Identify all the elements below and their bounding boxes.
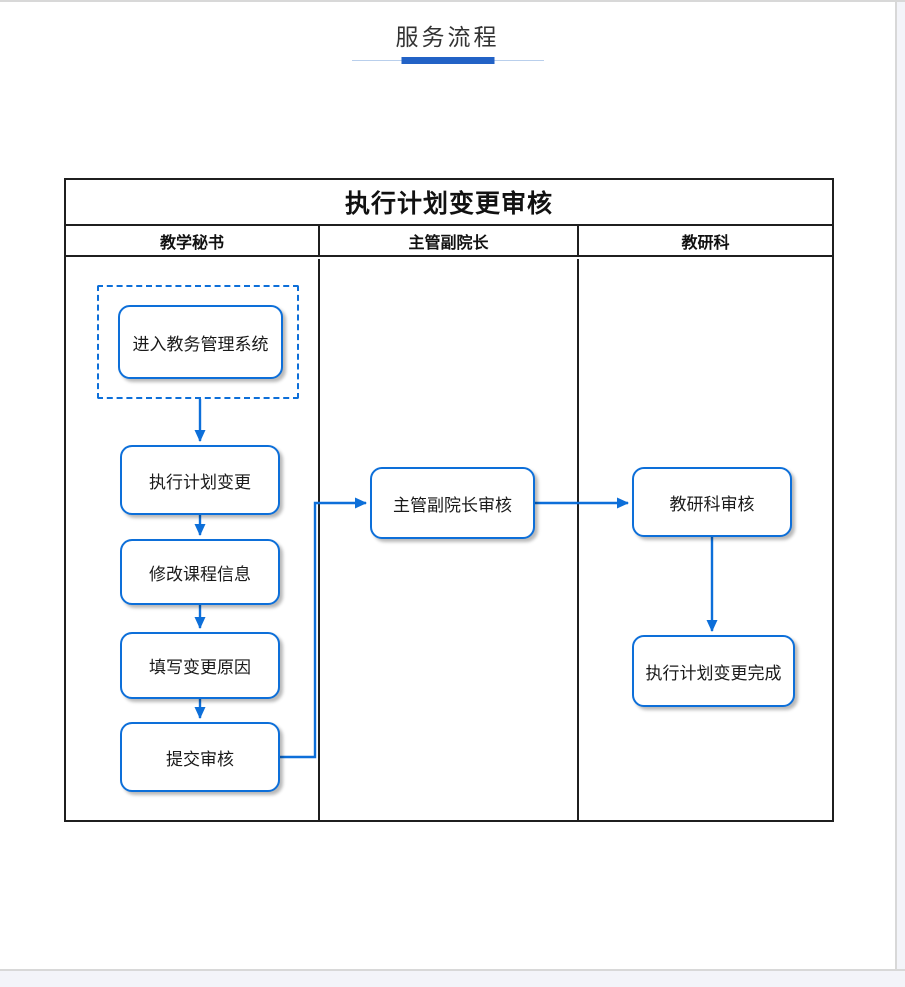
- node-enter-system: 进入教务管理系统: [118, 305, 283, 379]
- node-submit-review: 提交审核: [120, 722, 280, 792]
- lane-header-research-section: 教研科: [681, 234, 730, 252]
- lane-divider-2: [577, 259, 579, 820]
- node-modify-course-info: 修改课程信息: [120, 539, 280, 605]
- page-card: 服务流程 执行计划变更审核 教学秘书 主管副院长 教研科: [0, 2, 897, 969]
- node-vice-dean-review: 主管副院长审核: [370, 467, 535, 539]
- node-change-complete: 执行计划变更完成: [632, 635, 795, 707]
- start-group-dashed-outline: [97, 285, 299, 399]
- page-top-border: [0, 0, 905, 2]
- lane-header-vice-dean: 主管副院长: [320, 226, 579, 255]
- flowchart-table: 执行计划变更审核 教学秘书 主管副院长 教研科 进入教务管理系统 执行计划变更: [64, 178, 834, 822]
- connector-submit-to-vice-dean: [280, 497, 367, 759]
- title-underline-decoration: [351, 57, 544, 65]
- footer-divider: [0, 969, 905, 971]
- node-research-section-review: 教研科审核: [632, 467, 792, 537]
- page-title: 服务流程: [395, 24, 500, 50]
- node-exec-plan-change: 执行计划变更: [120, 445, 280, 515]
- lane-divider-1: [318, 259, 320, 820]
- lane-header-teaching-secretary: 教学秘书: [66, 226, 320, 255]
- underline-accent-bar: [401, 57, 494, 64]
- flowchart-title: 执行计划变更审核: [66, 180, 832, 226]
- node-fill-change-reason: 填写变更原因: [120, 632, 280, 699]
- lane-header-row: 教学秘书 主管副院长 教研科: [66, 226, 832, 257]
